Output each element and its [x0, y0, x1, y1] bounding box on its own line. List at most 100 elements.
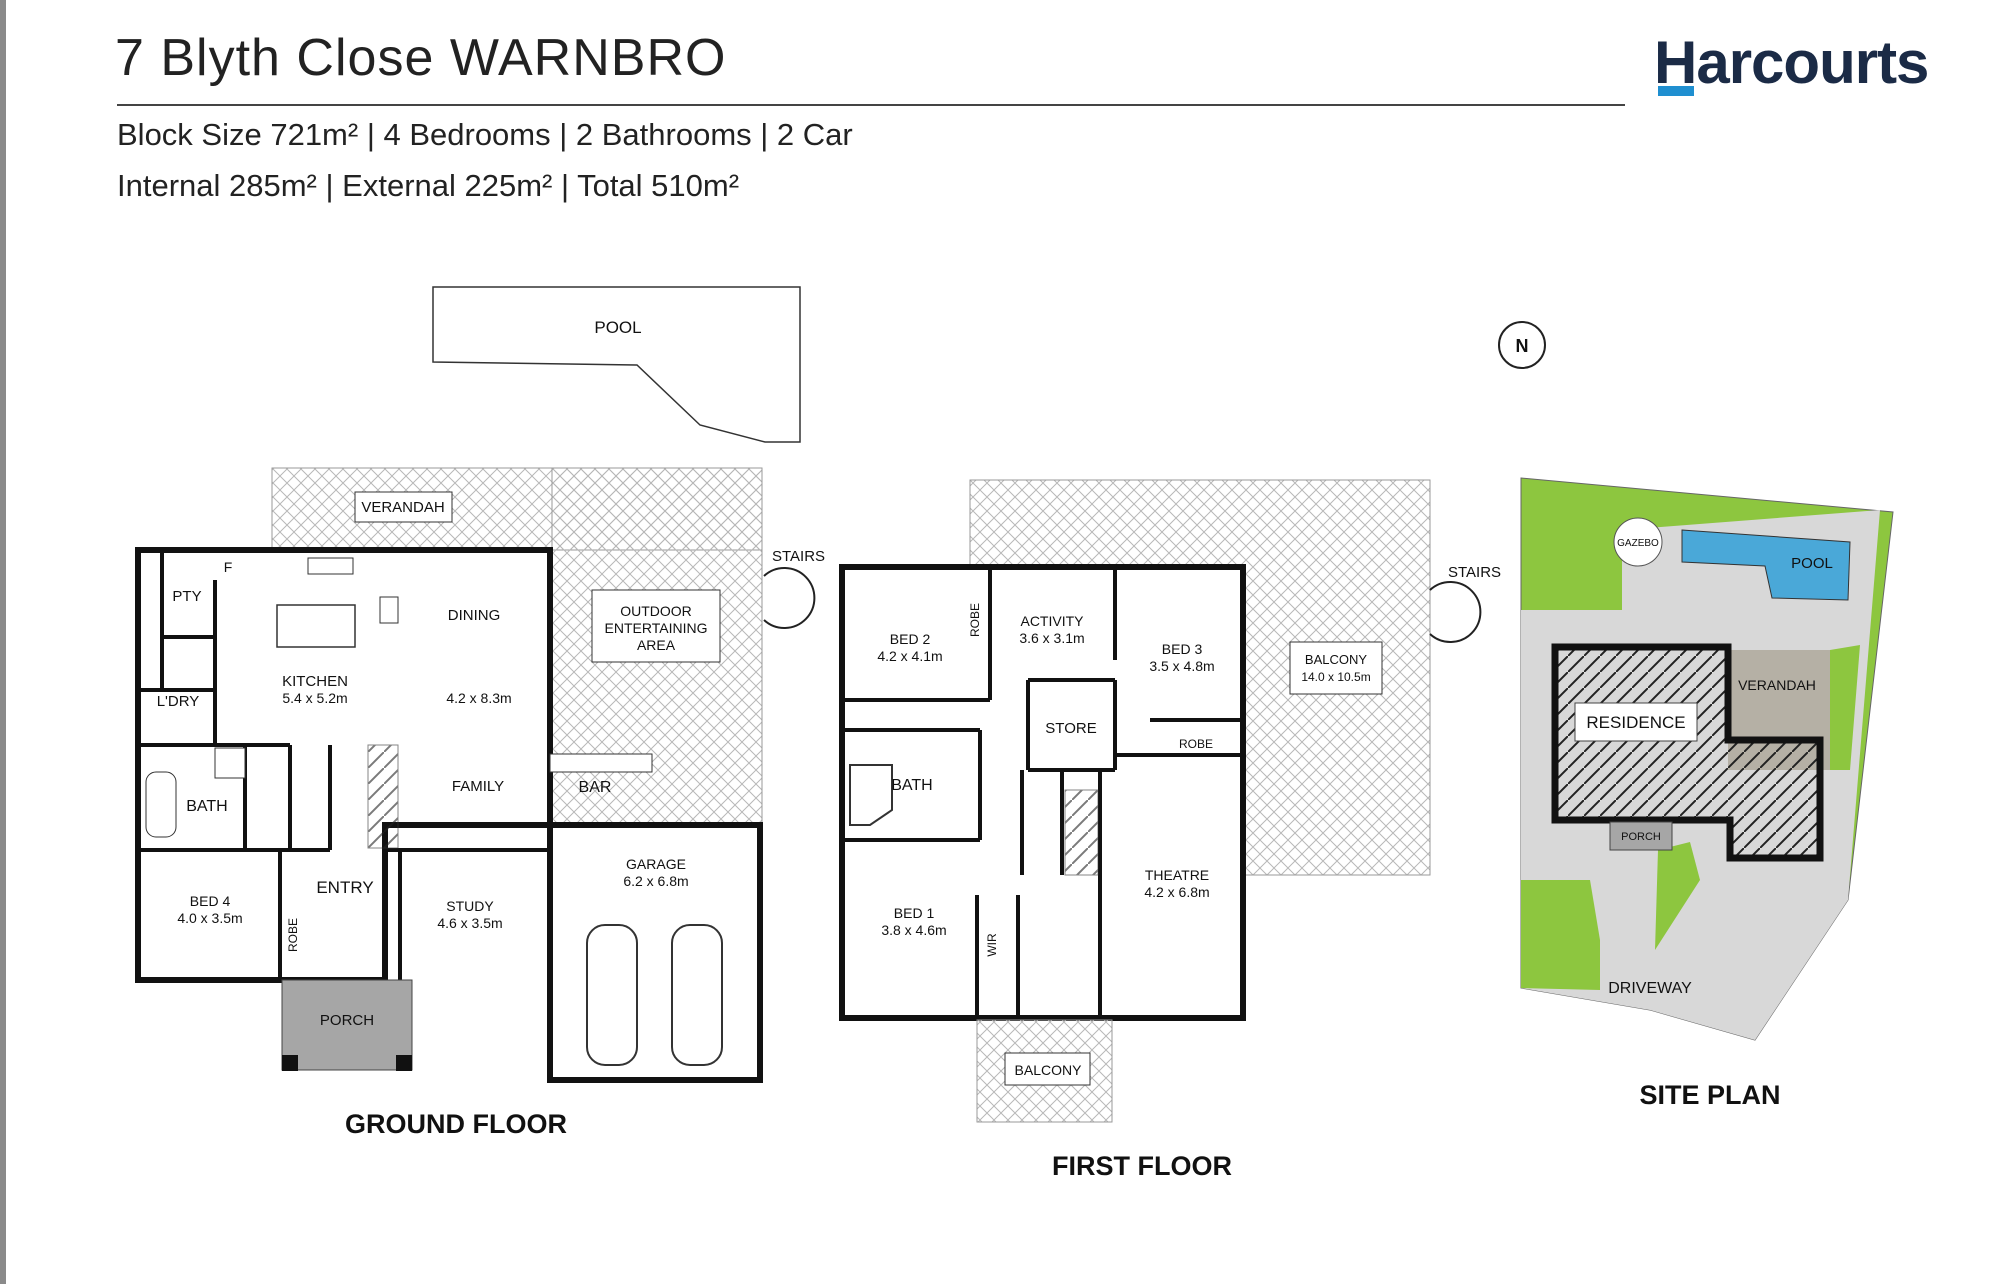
ff-theatre-size: 4.2 x 6.8m: [1144, 884, 1209, 900]
gf-ldry-label: L'DRY: [157, 693, 200, 710]
gf-car-2: [671, 924, 723, 1066]
gf-bar-counter: [549, 753, 653, 773]
gf-garage-size: 6.2 x 6.8m: [623, 873, 688, 889]
gf-shower: [214, 747, 246, 779]
site-lawn-right: [1830, 645, 1860, 770]
gf-outdoor-label-2: ENTERTAINING: [605, 620, 708, 636]
gf-garage-label: GARAGE: [626, 856, 686, 872]
site-pool: [1681, 529, 1851, 601]
gf-kitchen-size: 5.4 x 5.2m: [282, 690, 347, 706]
ff-wir-label: WIR: [985, 933, 999, 957]
site-driveway-label: DRIVEWAY: [1608, 980, 1692, 997]
gf-dining-size: 4.2 x 8.3m: [446, 690, 511, 706]
ff-bed2-label: BED 2: [890, 631, 931, 647]
gf-verandah-label: VERANDAH: [361, 499, 444, 516]
gf-porch: [281, 979, 413, 1071]
ff-shower: [849, 764, 893, 826]
ff-bed3-label: BED 3: [1162, 641, 1203, 657]
ff-bath-label: BATH: [891, 777, 932, 794]
ff-store-label: STORE: [1045, 720, 1096, 737]
site-title: SITE PLAN: [1639, 1080, 1780, 1110]
gf-stairs-label: STAIRS: [772, 548, 825, 565]
gf-title: GROUND FLOOR: [345, 1109, 567, 1139]
ff-bed2-size: 4.2 x 4.1m: [877, 648, 942, 664]
site-residence: [1551, 643, 1824, 862]
gf-family-label: FAMILY: [452, 778, 504, 795]
gf-robe-label: ROBE: [286, 918, 300, 952]
site-pool-label: POOL: [1791, 555, 1833, 572]
ff-small-balcony-box: [1004, 1052, 1091, 1086]
gf-cooktop: [379, 596, 399, 624]
gf-bathtub: [145, 771, 177, 838]
gf-pool-label: POOL: [594, 318, 641, 337]
gf-entry-label: ENTRY: [316, 878, 373, 897]
area-summary-line: Internal 285m² | External 225m² | Total …: [117, 168, 740, 203]
ff-activity-label: ACTIVITY: [1020, 613, 1084, 629]
ff-stairs-label: STAIRS: [1448, 564, 1501, 581]
north-arrow-circle: [1498, 321, 1546, 369]
ff-bed1-label: BED 1: [894, 905, 935, 921]
ff-house-walls: [839, 564, 1246, 1021]
site-lawn-front: [1521, 880, 1600, 990]
gf-bar-label: BAR: [579, 779, 612, 796]
gf-porch-label: PORCH: [320, 1012, 374, 1029]
header-divider: [117, 104, 1625, 106]
street-address: 7 Blyth Close: [115, 29, 435, 87]
site-plan: N POOL GAZEBO VERANDAH RESIDENCE PORCH D…: [1498, 321, 1894, 1110]
first-floor-plan: BALCONY 14.0 x 10.5m STAIRS: [839, 479, 1501, 1181]
ff-activity-size: 3.6 x 3.1m: [1019, 630, 1084, 646]
gf-porch-post-right: [396, 1055, 412, 1071]
gf-outdoor-label-1: OUTDOOR: [620, 603, 692, 619]
gf-bed4-label: BED 4: [190, 893, 231, 909]
property-address: 7 Blyth Close WARNBRO: [115, 28, 726, 88]
ff-robe3-label: ROBE: [1179, 737, 1213, 751]
gf-bath-label: BATH: [186, 798, 227, 815]
logo-accent-bar: [1658, 86, 1694, 96]
gf-car-1: [586, 924, 638, 1066]
gf-garage-walls: [547, 822, 763, 1083]
gf-kitchen-label: KITCHEN: [282, 673, 348, 690]
ff-stair-flight: [1064, 789, 1099, 876]
site-porch: [1609, 821, 1673, 851]
harcourts-logo: Harcourts: [1654, 29, 1929, 96]
gf-pool-outline: [432, 286, 801, 443]
gf-outdoor-box: [591, 589, 721, 663]
gf-sink: [307, 557, 354, 575]
ff-bed3-size: 3.5 x 4.8m: [1149, 658, 1214, 674]
site-porch-label: PORCH: [1621, 831, 1661, 843]
site-gazebo-label: GAZEBO: [1617, 538, 1659, 549]
ground-floor-plan: POOL VERANDAH OUTDOOR ENTERTAINING AREA …: [135, 286, 825, 1139]
site-residence-label: RESIDENCE: [1586, 713, 1685, 732]
gf-bed4-size: 4.0 x 3.5m: [177, 910, 242, 926]
gf-interior-walls: [138, 550, 550, 980]
left-edge-border: [0, 0, 6, 1284]
ff-balcony-box: [1289, 641, 1383, 695]
ff-title: FIRST FLOOR: [1052, 1151, 1232, 1181]
site-lawn-mid: [1655, 842, 1700, 950]
gf-stairs-arc: [763, 567, 816, 629]
north-arrow-label: N: [1516, 336, 1529, 356]
ff-small-balcony-label: BALCONY: [1015, 1062, 1083, 1078]
site-gazebo: [1613, 517, 1663, 567]
ff-interior-walls: [842, 567, 1243, 1018]
gf-f-label: F: [224, 559, 233, 575]
ff-stairs-arc: [1429, 581, 1482, 643]
suburb-name: WARNBRO: [449, 29, 727, 87]
gf-study-size: 4.6 x 3.5m: [437, 915, 502, 931]
ff-theatre-label: THEATRE: [1145, 867, 1209, 883]
property-summary-line: Block Size 721m² | 4 Bedrooms | 2 Bathro…: [117, 117, 853, 152]
gf-pty-label: PTY: [172, 588, 201, 605]
gf-outdoor-label-3: AREA: [637, 637, 676, 653]
site-verandah-label: VERANDAH: [1738, 677, 1816, 693]
gf-verandah-box: [354, 491, 453, 523]
gf-kitchen-island: [276, 604, 356, 648]
gf-stair-flight: [367, 744, 399, 849]
gf-dining-label: DINING: [448, 607, 501, 624]
ff-balcony-label: BALCONY: [1305, 652, 1367, 667]
ff-robe-label: ROBE: [968, 603, 982, 637]
ff-balcony-size: 14.0 x 10.5m: [1301, 670, 1370, 684]
site-residence-box: [1574, 702, 1698, 742]
ff-bed1-size: 3.8 x 4.6m: [881, 922, 946, 938]
gf-study-label: STUDY: [446, 898, 494, 914]
